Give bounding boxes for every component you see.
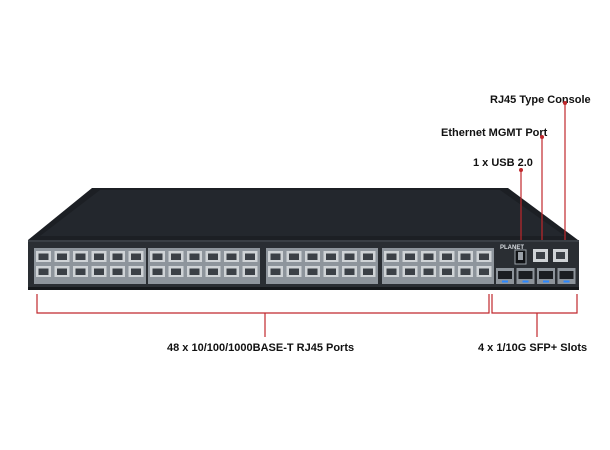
rj45-port-opening (189, 253, 200, 260)
rj45-port-opening (75, 268, 86, 275)
rj45-port-opening (363, 253, 373, 260)
sfp-slot-opening (539, 271, 553, 279)
rj45-port-opening (94, 253, 104, 260)
sfp-callout-label: 4 x 1/10G SFP+ Slots (478, 342, 588, 354)
rj45-callout-label: 48 x 10/100/1000BASE-T RJ45 Ports (167, 342, 355, 354)
usb-port-tongue (518, 252, 523, 260)
rj45-port-opening (442, 268, 452, 275)
rj45-port-opening (208, 253, 218, 260)
rj45-port-opening (75, 253, 86, 260)
front-panel-top-edge (28, 240, 579, 242)
rj45-port-opening (479, 253, 489, 260)
rj45-port-opening (152, 268, 163, 275)
rj45-block-frame (34, 248, 146, 284)
rj45-port-opening (386, 253, 397, 260)
rj45-port-opening (131, 268, 141, 275)
rj45-port-opening (131, 253, 141, 260)
rj45-port-opening (270, 268, 281, 275)
rj45-port-opening (189, 268, 200, 275)
mgmt-port[interactable] (533, 249, 548, 262)
rj45-port-opening (423, 268, 434, 275)
rj45-port-opening (226, 253, 237, 260)
rj45-port-opening (208, 268, 218, 275)
rj45-port-opening (171, 268, 181, 275)
rj45-port-opening (38, 268, 49, 275)
rj45-port-opening (57, 268, 67, 275)
chassis-top-shade (40, 190, 565, 236)
callout-lines (36, 103, 578, 337)
rj45-port-opening (405, 253, 415, 260)
callout-dots (519, 101, 567, 172)
rj45-port-opening (344, 253, 355, 260)
rj45-block-frame (148, 248, 260, 284)
rj45-port-opening (326, 268, 336, 275)
rj45-port-opening (270, 253, 281, 260)
console-port[interactable] (553, 249, 568, 262)
rj45-port-opening (245, 268, 255, 275)
rj45-port-opening (442, 253, 452, 260)
rj45-port-opening (307, 253, 318, 260)
rj45-port-array (34, 248, 494, 284)
sfp-slot-opening (559, 271, 574, 279)
sfp-led (543, 280, 549, 283)
rj45-port-opening (171, 253, 181, 260)
rj45-port-opening (307, 268, 318, 275)
sfp-callout-bracket (491, 294, 578, 314)
rj45-port-opening (326, 253, 336, 260)
rj45-port-opening (479, 268, 489, 275)
brand-logo: PLANET (500, 245, 524, 251)
sfp-slot-opening (498, 271, 512, 279)
rj45-port-opening (57, 253, 67, 260)
rj45-port-opening (344, 268, 355, 275)
rj45-port-opening (38, 253, 49, 260)
rj45-port-opening (363, 268, 373, 275)
rj45-port-opening (112, 253, 123, 260)
usb-callout-label: 1 x USB 2.0 (473, 157, 533, 169)
rj45-port-opening (405, 268, 415, 275)
rj45-port-opening (152, 253, 163, 260)
rj45-block-frame (382, 248, 494, 284)
sfp-led (563, 280, 570, 283)
rj45-block-frame (266, 248, 378, 284)
rj45-callout-bracket (36, 294, 490, 314)
sfp-slot-opening (518, 271, 533, 279)
rj45-port-opening (226, 268, 237, 275)
rj45-port-opening (112, 268, 123, 275)
sfp-led (502, 280, 508, 283)
mgmt-callout-label: Ethernet MGMT Port (441, 127, 548, 139)
sfp-slot-array (496, 268, 576, 284)
front-panel-bottom-edge (28, 287, 579, 290)
rj45-port-opening (460, 253, 471, 260)
rj45-port-opening (289, 268, 299, 275)
rj45-port-opening (460, 268, 471, 275)
rj45-port-opening (386, 268, 397, 275)
rj45-port-opening (423, 253, 434, 260)
rj45-port-opening (245, 253, 255, 260)
rj45-port-opening (94, 268, 104, 275)
rj45-port-opening (289, 253, 299, 260)
sfp-led (522, 280, 529, 283)
